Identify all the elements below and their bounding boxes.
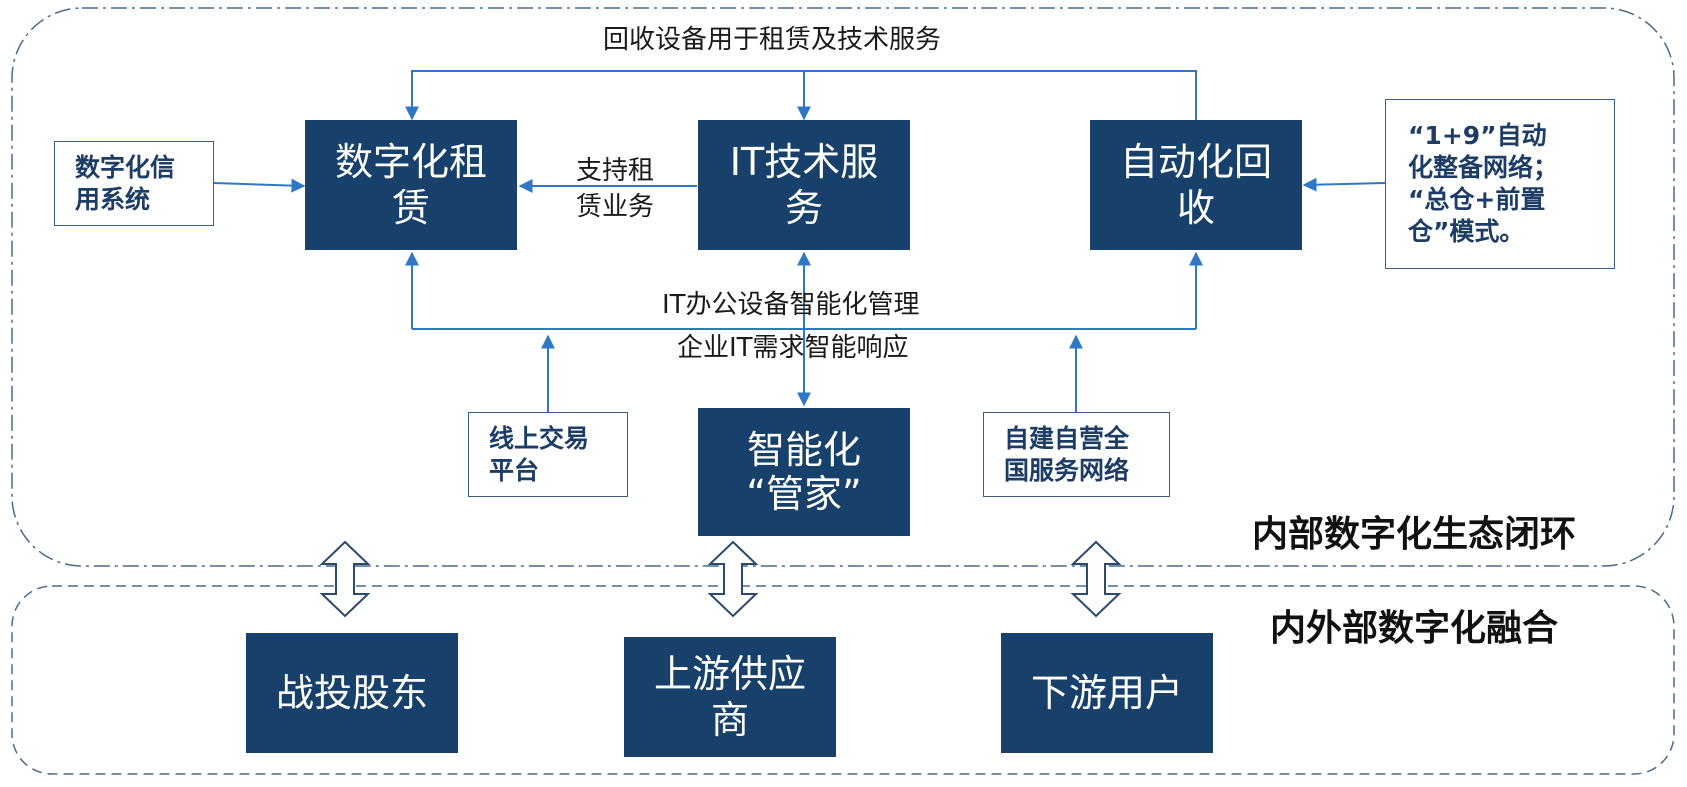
box-prep-network: “1+9”自动 化整备网络； “总仓+前置 仓”模式。 [1385,99,1615,269]
internal-region-label: 内部数字化生态闭环 [1252,514,1577,555]
node-upstream-suppliers-line2: 商 [710,698,749,742]
node-auto-recycling-line1: 自动化回 [1119,140,1272,184]
node-digital-leasing: 数字化租 赁 [305,120,517,250]
node-downstream-users: 下游用户 [1001,633,1213,753]
double-arrow-middle [707,540,759,618]
node-digital-leasing-line2: 赁 [391,186,430,230]
external-region-boundary [11,585,1675,775]
label-support-leasing-line1: 支持租 [576,156,655,186]
box-prep-network-line2: 化整备网络； [1408,153,1559,182]
label-support-leasing: 支持租 赁业务 [576,153,654,225]
box-credit-system-line1: 数字化信 [75,152,176,182]
box-online-trading-line2: 平台 [489,455,540,485]
box-service-network: 自建自营全 国服务网络 [983,412,1170,497]
credit-arrow [213,178,306,193]
box-credit-system: 数字化信 用系统 [54,141,214,226]
box-service-network-line2: 国服务网络 [1004,455,1130,485]
node-auto-recycling: 自动化回 收 [1090,120,1302,250]
box-prep-network-line4: 仓”模式。 [1408,217,1525,246]
box-service-network-line1: 自建自营全 [1004,423,1130,453]
node-upstream-suppliers: 上游供应 商 [624,637,836,757]
node-it-service-line2: 务 [784,186,823,230]
label-support-leasing-line2: 赁业务 [576,192,655,222]
box-prep-network-line3: “总仓+前置 [1408,185,1546,214]
internal-region-boundary [11,7,1675,567]
node-smart-butler: 智能化 “管家” [698,408,910,536]
label-top-loop: 回收设备用于租赁及技术服务 [603,25,942,55]
node-smart-butler-line1: 智能化 [746,428,861,472]
box-online-trading: 线上交易 平台 [468,412,628,497]
node-it-service-line1: IT技术服 [729,140,879,184]
box-online-trading-line1: 线上交易 [489,423,590,453]
node-strategic-investors-text: 战投股东 [275,671,428,715]
node-downstream-users-text: 下游用户 [1030,671,1183,715]
node-smart-butler-line2: “管家” [746,472,862,516]
double-arrow-left [319,540,371,618]
network-arrow [1302,177,1386,192]
box-prep-network-line1: “1+9”自动 [1408,121,1547,150]
label-enterprise-demand: 企业IT需求智能响应 [677,333,909,363]
node-it-service: IT技术服 务 [698,120,910,250]
node-upstream-suppliers-line1: 上游供应 [653,652,806,696]
node-digital-leasing-line1: 数字化租 [334,140,487,184]
double-arrow-right [1070,540,1122,618]
box-credit-system-line2: 用系统 [75,184,151,214]
node-auto-recycling-line2: 收 [1176,186,1215,230]
external-region-label: 内外部数字化融合 [1270,608,1559,649]
label-it-office-management: IT办公设备智能化管理 [662,290,920,320]
node-strategic-investors: 战投股东 [246,633,458,753]
